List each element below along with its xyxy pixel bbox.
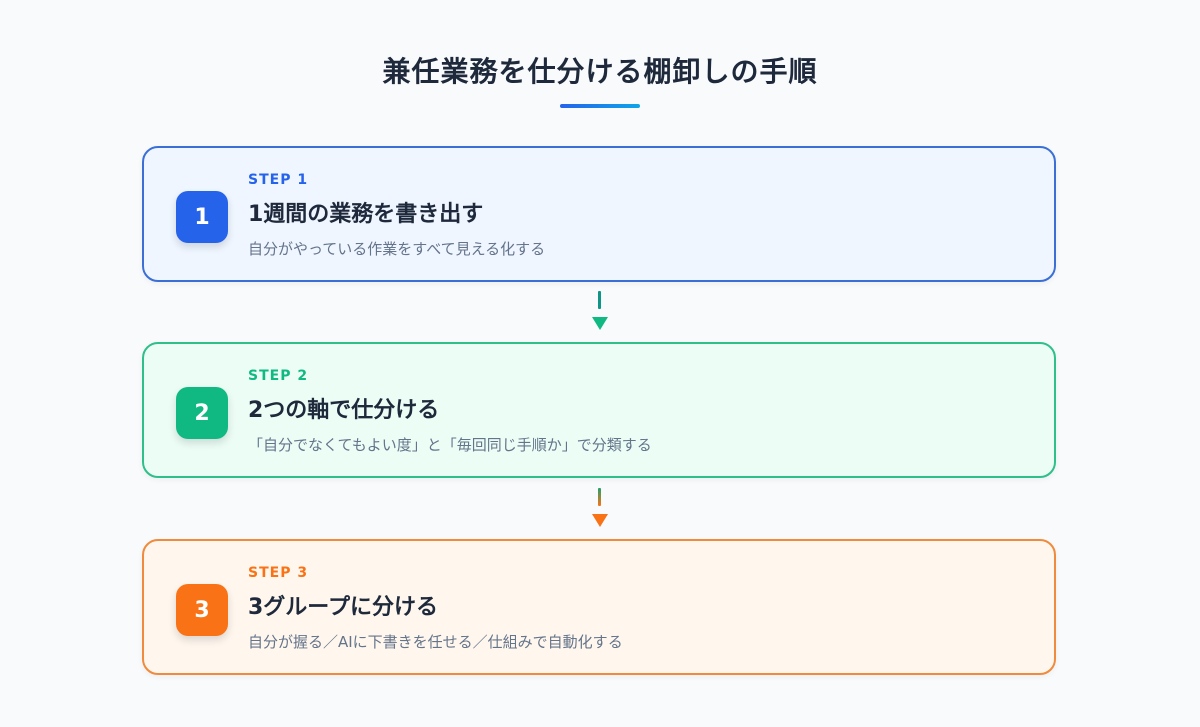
step-card-1: 1 STEP 1 1週間の業務を書き出す 自分がやっている作業をすべて見える化す…	[142, 146, 1056, 282]
step-number-badge: 1	[176, 191, 228, 243]
step-heading: 3グループに分ける	[248, 595, 438, 620]
step-description: 「自分でなくてもよい度」と「毎回同じ手順か」で分類する	[248, 436, 652, 454]
step-number-badge: 3	[176, 584, 228, 636]
step-number-badge: 2	[176, 387, 228, 439]
step-card-2: 2 STEP 2 2つの軸で仕分ける 「自分でなくてもよい度」と「毎回同じ手順か…	[142, 342, 1056, 478]
step-connector-1	[590, 289, 610, 333]
step-connector-2	[590, 486, 610, 530]
step-label: STEP 3	[248, 565, 309, 581]
step-card-3: 3 STEP 3 3グループに分ける 自分が握る／AIに下書きを任せる／仕組みで…	[142, 539, 1056, 675]
step-heading: 1週間の業務を書き出す	[248, 202, 484, 227]
page-title: 兼任業務を仕分ける棚卸しの手順	[382, 55, 818, 88]
step-label: STEP 2	[248, 368, 309, 384]
title-underline	[560, 104, 640, 108]
step-heading: 2つの軸で仕分ける	[248, 398, 440, 423]
step-description: 自分が握る／AIに下書きを任せる／仕組みで自動化する	[248, 633, 623, 651]
step-description: 自分がやっている作業をすべて見える化する	[248, 240, 546, 258]
arrow-down-icon	[592, 317, 608, 330]
connector-line	[598, 291, 601, 309]
connector-line	[598, 488, 601, 506]
arrow-down-icon	[592, 514, 608, 527]
step-label: STEP 1	[248, 172, 309, 188]
